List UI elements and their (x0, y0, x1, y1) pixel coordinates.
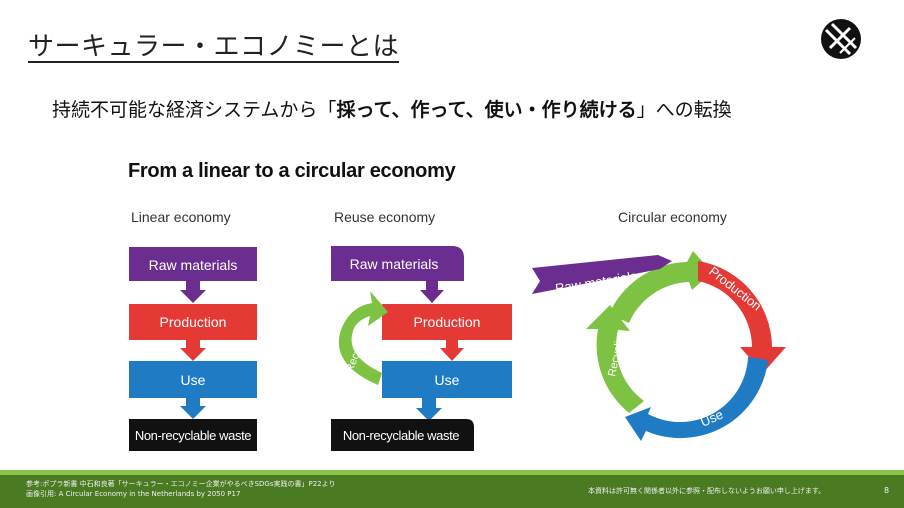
linear-production-box (129, 304, 257, 340)
subtitle-pre: 持続不可能な経済システムから「 (52, 99, 337, 121)
circular-heading: Circular economy (618, 209, 727, 225)
linear-use-box (129, 361, 257, 398)
reuse-production-label: Production (414, 314, 481, 330)
linear-heading: Linear economy (131, 209, 231, 225)
reuse-arrow-3 (416, 398, 442, 421)
footer-reference-1: 参考:ポプラ新書 中石和良著「サーキュラー・エコノミー企業がやるべきSDGs実践… (26, 480, 336, 488)
linear-raw-label: Raw materials (149, 257, 238, 273)
slide-subtitle: 持続不可能な経済システムから「採って、作って、使い・作り続ける」への転換 (52, 95, 732, 122)
reuse-use-box (382, 361, 512, 398)
footer-reference-2: 画像引用: A Circular Economy in the Netherla… (26, 490, 241, 498)
circular-production-arrow (698, 261, 786, 373)
linear-raw-box (129, 247, 257, 281)
reuse-raw-label: Raw materials (350, 256, 439, 272)
circular-production-label: Production (706, 264, 764, 314)
company-logo-icon (821, 19, 861, 59)
reuse-arrow-1 (420, 281, 444, 303)
circular-recycling-arrow-top (609, 251, 712, 323)
linear-production-label: Production (160, 314, 227, 330)
circular-recycling-arrow (586, 305, 644, 413)
linear-arrow-3 (180, 398, 206, 419)
reuse-heading: Reuse economy (334, 209, 435, 225)
linear-arrow-2 (180, 340, 206, 361)
reuse-economy: Reuse economy Raw materials Production U… (331, 209, 512, 451)
footer-bar (0, 475, 904, 508)
linear-arrow-1 (180, 281, 206, 303)
linear-use-label: Use (181, 372, 206, 388)
slide-title: サーキュラー・エコノミーとは (28, 32, 400, 62)
circular-use-arrow (625, 357, 768, 441)
reuse-raw-box (331, 246, 464, 281)
circular-raw-arrow (532, 255, 672, 294)
circular-economy: Circular economy Raw materials Productio… (532, 209, 786, 441)
reuse-production-box (382, 304, 512, 340)
footer-accent-line (0, 470, 904, 475)
reuse-use-label: Use (435, 372, 460, 388)
footer-notice: 本資料は許可無く関係者以外に参照・配布しないようお願い申し上げます。 (588, 487, 826, 495)
reuse-recycling-arrow (338, 291, 388, 385)
linear-economy: Linear economy Raw materials Production … (129, 209, 257, 451)
page-number: 8 (884, 486, 890, 495)
economy-diagram: Linear economy Raw materials Production … (129, 209, 786, 451)
subtitle-post: 」への転換 (636, 99, 732, 121)
reuse-arrow-2 (440, 340, 464, 361)
reuse-waste-box (331, 419, 474, 451)
linear-waste-box (129, 419, 257, 451)
linear-waste-label: Non-recyclable waste (135, 428, 251, 443)
subtitle-emphasis: 採って、作って、使い・作り続ける (336, 99, 637, 121)
figure-title: From a linear to a circular economy (128, 160, 456, 182)
reuse-waste-label: Non-recyclable waste (343, 428, 459, 443)
